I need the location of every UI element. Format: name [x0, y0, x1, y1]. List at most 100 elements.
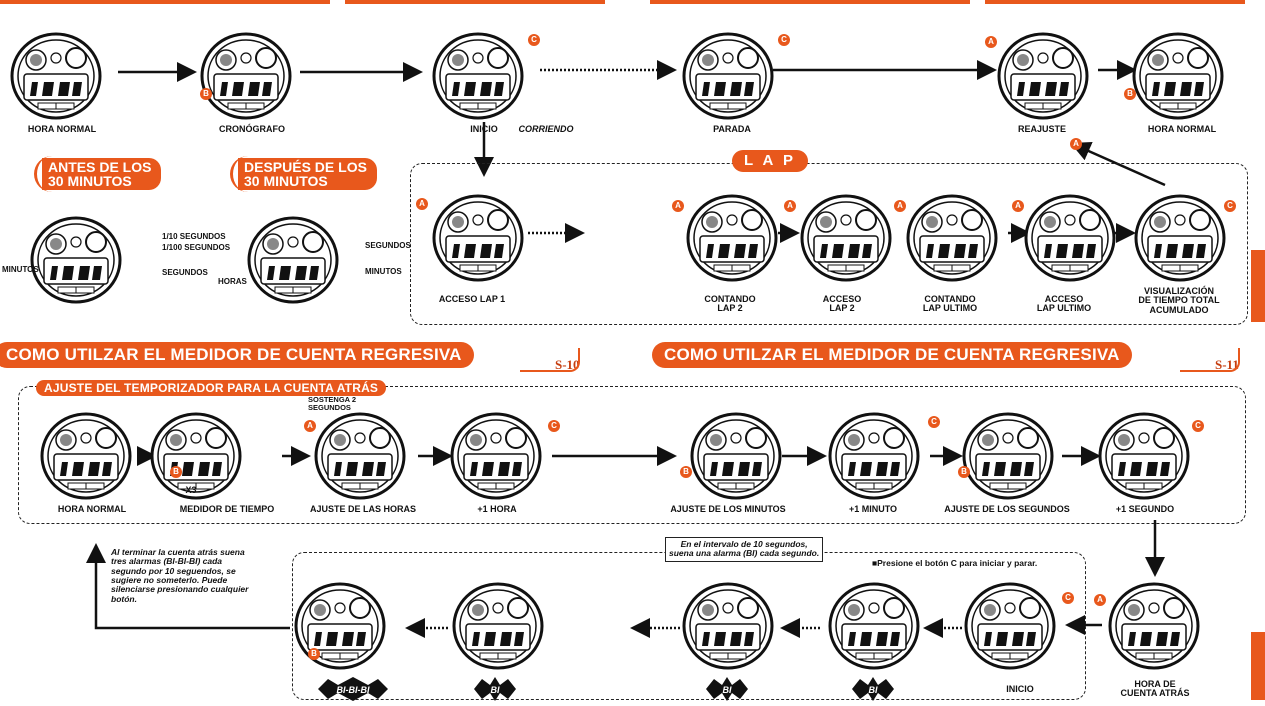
watch-face	[10, 32, 102, 120]
after-30-header: DESPUÉS DE LOS 30 MINUTOS	[230, 156, 377, 192]
end-of-countdown-note: Al terminar la cuenta atrás suena tres a…	[111, 547, 249, 604]
button-c-marker: C	[778, 34, 790, 46]
label-reajuste: REAJUSTE	[1017, 124, 1066, 134]
tag-tenth: 1/10 SEGUNDOS	[162, 232, 226, 241]
watch-face	[314, 412, 406, 500]
tag-seconds-r: SEGUNDOS	[365, 241, 411, 250]
button-a-marker: A	[416, 198, 428, 210]
before-30-header: ANTES DE LOS 30 MINUTOS	[34, 156, 162, 192]
button-b-marker: B	[170, 466, 182, 478]
watch-face	[432, 194, 524, 282]
side-tab-upper	[1251, 250, 1265, 322]
press-note: ■Presione el botón C para iniciar y para…	[872, 558, 1038, 568]
svg-text:BI: BI	[869, 685, 878, 695]
watch-face	[1024, 194, 1116, 282]
label-timer-hora-normal: HORA NORMAL	[57, 504, 127, 514]
button-c-marker: C	[1192, 420, 1204, 432]
label-mas-1-hora: +1 HORA	[477, 504, 517, 514]
label-inicio: INICIO	[470, 124, 498, 134]
label-acceso-lap-2: ACCESO LAP 2	[822, 294, 862, 314]
watch-face	[432, 32, 524, 120]
button-b-marker: B	[308, 648, 320, 660]
alarm-burst: BI	[474, 677, 516, 701]
watch-face	[997, 32, 1089, 120]
label-parada: PARADA	[713, 124, 751, 134]
button-c-marker: C	[928, 416, 940, 428]
tag-hours-r: HORAS	[218, 277, 247, 286]
watch-face	[682, 582, 774, 670]
button-b-marker: B	[200, 88, 212, 100]
watch-face	[40, 412, 132, 500]
tag-minutes-l: MINUTOS	[2, 265, 39, 274]
label-medidor-tiempo: MEDIDOR DE TIEMPO	[179, 504, 275, 514]
interval-note: En el intervalo de 10 segundos, suena un…	[665, 537, 824, 562]
hold-2-seconds-note: SOSTENGA 2 SEGUNDOS	[308, 395, 357, 412]
watch-face	[962, 412, 1054, 500]
watch-face	[686, 194, 778, 282]
button-c-marker: C	[1062, 592, 1074, 604]
watch-face	[828, 412, 920, 500]
button-b-marker: B	[1124, 88, 1136, 100]
label-mas-1-segundo: +1 SEGUNDO	[1115, 504, 1175, 514]
label-hora-normal-2: HORA NORMAL	[1147, 124, 1217, 134]
label-bottom-inicio: INICIO	[1006, 684, 1034, 694]
svg-text:BI: BI	[723, 685, 732, 695]
button-c-marker: C	[548, 420, 560, 432]
lap-dashed-frame	[410, 163, 1248, 325]
watch-face	[1134, 194, 1226, 282]
label-corriendo: CORRIENDO	[518, 124, 574, 134]
tag-minutes-r: MINUTOS	[365, 267, 402, 276]
svg-text:BI: BI	[491, 685, 500, 695]
watch-face	[682, 32, 774, 120]
label-hora-cuenta-atras: HORA DE CUENTA ATRÁS	[1120, 679, 1190, 699]
page-right-bracket	[1180, 348, 1240, 372]
watch-face	[1108, 582, 1200, 670]
button-b-marker: B	[680, 466, 692, 478]
button-c-marker: C	[528, 34, 540, 46]
watch-face	[452, 582, 544, 670]
top-strip-1	[0, 0, 330, 4]
button-b-marker: B	[958, 466, 970, 478]
button-a-marker: A	[1070, 138, 1082, 150]
button-a-marker: A	[304, 420, 316, 432]
label-ajuste-minutos: AJUSTE DE LOS MINUTOS	[670, 504, 786, 514]
watch-face	[247, 216, 339, 304]
button-a-marker: A	[1012, 200, 1024, 212]
alarm-burst: BI	[852, 677, 894, 701]
label-hora-normal-1: HORA NORMAL	[27, 124, 97, 134]
page-left-bracket	[520, 348, 580, 372]
label-ajuste-horas: AJUSTE DE LAS HORAS	[309, 504, 416, 514]
x3-note: X3	[185, 485, 197, 495]
label-acceso-lap-ultimo: ACCESO LAP ULTIMO	[1036, 294, 1092, 314]
watch-face	[690, 412, 782, 500]
button-a-marker: A	[985, 36, 997, 48]
tag-hundredth: 1/100 SEGUNDOS	[162, 243, 231, 252]
watch-face	[200, 32, 292, 120]
button-a-marker: A	[784, 200, 796, 212]
label-mas-1-minuto: +1 MINUTO	[848, 504, 898, 514]
timer-setting-banner: AJUSTE DEL TEMPORIZADOR PARA LA CUENTA A…	[36, 380, 387, 396]
top-strip-3	[650, 0, 970, 4]
countdown-banner-left: COMO UTILZAR EL MEDIDOR DE CUENTA REGRES…	[0, 342, 474, 368]
top-strip-4	[985, 0, 1245, 4]
side-tab-lower	[1251, 632, 1265, 700]
watch-face	[964, 582, 1056, 670]
watch-face	[828, 582, 920, 670]
label-acceso-lap-1: ACCESO LAP 1	[438, 294, 506, 304]
alarm-burst: BI-BI-BI	[318, 677, 388, 701]
watch-face	[450, 412, 542, 500]
watch-face	[906, 194, 998, 282]
alarm-burst: BI	[706, 677, 748, 701]
watch-face	[30, 216, 122, 304]
label-visualizacion-total: VISUALIZACIÓN DE TIEMPO TOTAL ACUMULADO	[1138, 286, 1220, 315]
label-cronografo: CRONÓGRAFO	[219, 124, 285, 134]
top-strip-2	[345, 0, 605, 4]
timer-dashed-frame	[18, 386, 1246, 524]
button-c-marker: C	[1224, 200, 1236, 212]
countdown-banner-right: COMO UTILZAR EL MEDIDOR DE CUENTA REGRES…	[652, 342, 1132, 368]
label-ajuste-segundos: AJUSTE DE LOS SEGUNDOS	[944, 504, 1070, 514]
label-contando-lap-2: CONTANDO LAP 2	[704, 294, 756, 314]
button-a-marker: A	[1094, 594, 1106, 606]
tag-seconds-l: SEGUNDOS	[162, 268, 208, 277]
watch-face	[1132, 32, 1224, 120]
